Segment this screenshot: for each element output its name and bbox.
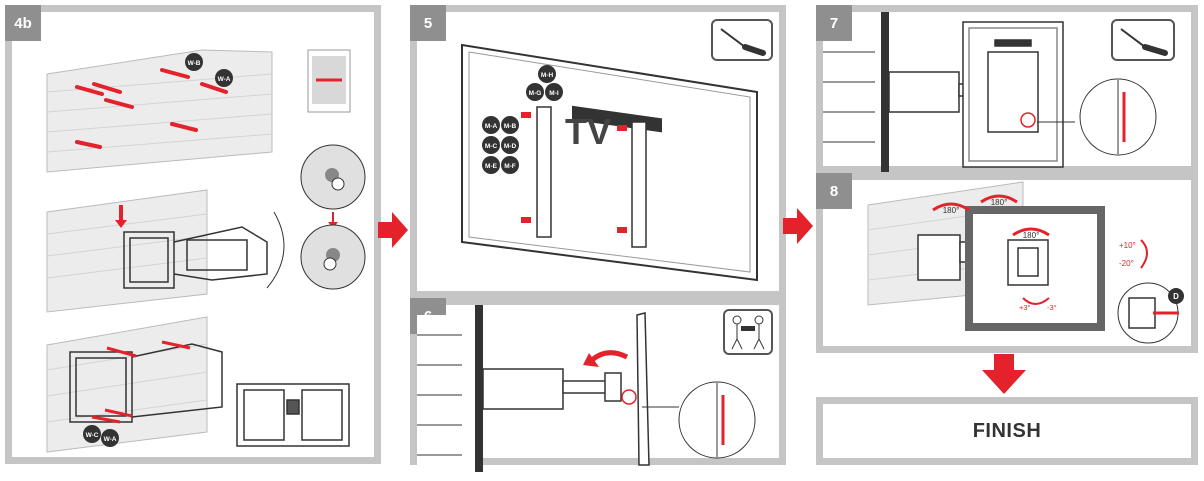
knob-detail	[1117, 282, 1179, 344]
step-badge-7: 7	[816, 5, 852, 41]
mounted-bracket	[69, 343, 350, 447]
label-mh: M-H	[538, 65, 556, 83]
svg-text:W-A: W-A	[218, 76, 231, 83]
tv-screws	[521, 112, 627, 233]
svg-text:M-E: M-E	[485, 163, 498, 170]
tv-front	[965, 206, 1105, 331]
red-arrow-right-icon	[378, 212, 408, 248]
svg-text:M-D: M-D	[504, 143, 517, 150]
label-wc: W-C	[83, 425, 101, 443]
brick-wall-top	[46, 49, 273, 173]
wall-anchors	[75, 68, 228, 149]
tv-side	[636, 312, 650, 466]
svg-text:W-A: W-A	[104, 436, 117, 443]
mount-arm	[482, 368, 622, 410]
label-mb: M-B	[501, 116, 519, 134]
label-md: M-D	[501, 136, 519, 154]
label-mc: M-C	[482, 136, 500, 154]
keyhole-detail-top	[300, 144, 366, 210]
tilt-arrow	[1140, 239, 1148, 269]
adjust-tv-illustration: 180° 180° 180° +3° -3° +10° -20° D	[867, 181, 1184, 344]
step-6-panel: 6	[410, 298, 786, 472]
screw-detail	[1079, 78, 1157, 156]
tilt-up-label: +10°	[1119, 241, 1136, 250]
red-arrow-right-icon	[783, 208, 813, 244]
finish-panel: FINISH	[816, 397, 1198, 465]
hang-tv-illustration	[417, 305, 756, 472]
tv-back-illustration: TV M-H M-G M-I M-A M-B M-C M-D M-E M-F	[461, 43, 758, 282]
finish-label: FINISH	[972, 419, 1042, 442]
svg-text:M-C: M-C	[485, 143, 498, 150]
hook-detail	[678, 381, 756, 459]
wall-plate	[123, 226, 268, 289]
keyhole-detail-bottom	[300, 224, 366, 290]
step-8-panel: 8 180° 180° 180° +3° -3° +10° -20°	[816, 173, 1198, 353]
step-badge-4b: 4b	[5, 5, 41, 41]
svg-text:M-B: M-B	[504, 123, 517, 130]
tv-mount-rails	[536, 106, 647, 248]
label-mg: M-G	[526, 83, 544, 101]
rotation-label-3: 180°	[1023, 231, 1040, 240]
level-arrow	[1022, 297, 1050, 305]
svg-text:D: D	[1173, 292, 1179, 301]
step-7-panel: 7	[816, 5, 1198, 173]
rotation-arrows	[932, 194, 1050, 237]
label-wb: W-B	[185, 53, 203, 71]
label-wa: W-A	[215, 69, 233, 87]
bracket-screws	[91, 340, 191, 424]
label-mf: M-F	[501, 156, 519, 174]
label-mi: M-I	[545, 83, 563, 101]
brick-column	[417, 305, 483, 472]
label-d: D	[1168, 288, 1184, 304]
svg-text:M-A: M-A	[485, 123, 498, 130]
two-person-lift-icon	[723, 309, 773, 355]
level-minus-label: -3°	[1047, 303, 1057, 312]
red-arrow-down-icon	[982, 354, 1026, 394]
svg-text:W-C: W-C	[86, 432, 99, 439]
tv-bracket	[1007, 239, 1049, 286]
step-badge-8: 8	[816, 173, 852, 209]
label-ma: M-A	[482, 116, 500, 134]
label-me: M-E	[482, 156, 500, 174]
rotation-label-1: 180°	[943, 206, 960, 215]
brick-wall-bottom	[46, 316, 208, 453]
secure-tv-illustration	[823, 12, 1157, 172]
screwdriver-icon	[1111, 19, 1175, 61]
svg-text:M-F: M-F	[504, 163, 516, 170]
step-5-panel: 5 TV M-H M-G M-I M-A M-B M-C M-D M-E M-F	[410, 5, 786, 298]
svg-text:M-I: M-I	[549, 90, 559, 97]
svg-text:M-H: M-H	[541, 72, 554, 79]
level-plus-label: +3°	[1019, 303, 1031, 312]
svg-text:W-B: W-B	[188, 60, 201, 67]
hang-arrow	[590, 350, 629, 362]
screwdriver-icon	[711, 19, 773, 61]
step-badge-5: 5	[410, 5, 446, 41]
tilt-down-label: -20°	[1119, 259, 1134, 268]
step-4b-panel: 4b W-B W-A	[5, 5, 381, 464]
tv-label: TV	[565, 111, 611, 152]
step-4b-illustration: W-B W-A	[46, 49, 366, 453]
tv-front	[962, 21, 1064, 168]
brick-wall-middle	[46, 189, 208, 313]
svg-text:M-G: M-G	[529, 90, 542, 97]
label-wa-bottom: W-A	[101, 429, 119, 447]
brick-column	[823, 12, 889, 172]
rotation-label-2: 180°	[991, 198, 1008, 207]
